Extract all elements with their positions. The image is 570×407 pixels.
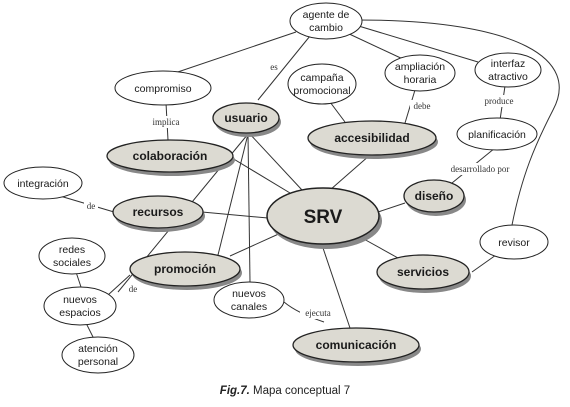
node-accesibilidad: accesibilidad	[307, 120, 438, 159]
edge-agente-interfaz	[351, 23, 479, 63]
node-revisor: revisor	[479, 224, 549, 260]
node-ampliacion-horaria: ampliación horaria	[384, 54, 456, 92]
svg-text:espacios: espacios	[59, 307, 100, 319]
node-nuevos-canales: nuevos canales	[213, 281, 285, 319]
svg-text:promocional: promocional	[293, 85, 350, 97]
svg-text:atención: atención	[78, 343, 118, 355]
svg-text:integración: integración	[17, 178, 69, 190]
svg-text:promoción: promoción	[154, 262, 216, 276]
edge-agente-ampliacion	[344, 31, 406, 61]
caption-text: Mapa conceptual 7	[249, 385, 351, 397]
svg-text:revisor: revisor	[498, 237, 530, 249]
edge-labels: es implica debe produce desarrollado por…	[84, 61, 520, 319]
node-campana-promocional: campaña promocional	[287, 63, 357, 105]
node-recursos: recursos	[112, 195, 205, 232]
caption-label: Fig.7.	[219, 385, 250, 397]
node-diseno: diseño	[403, 179, 466, 216]
svg-text:interfaz: interfaz	[491, 58, 525, 70]
edge-label-implica: implica	[153, 117, 180, 127]
edge-srv-servicios	[361, 237, 399, 259]
svg-text:nuevos: nuevos	[63, 294, 97, 306]
edge-espacios-atencion	[85, 322, 95, 340]
edge-promocion-srv	[229, 231, 284, 257]
node-promocion: promoción	[129, 251, 242, 290]
edge-label-ejecuta: ejecuta	[305, 308, 330, 318]
node-planificacion: planificación	[456, 117, 538, 151]
svg-text:accesibilidad: accesibilidad	[334, 131, 409, 145]
edge-label-de-integracion: de	[87, 201, 96, 211]
edge-srv-comunicacion	[321, 244, 351, 329]
connectors	[59, 19, 560, 340]
svg-text:colaboración: colaboración	[133, 149, 208, 163]
edge-label-de-promocion: de	[129, 284, 138, 294]
svg-text:recursos: recursos	[133, 205, 184, 219]
svg-text:atractivo: atractivo	[488, 71, 528, 83]
primary-nodes: usuario colaboración accesibilidad recur…	[106, 102, 471, 366]
svg-text:campaña: campaña	[300, 72, 343, 84]
svg-text:personal: personal	[78, 356, 118, 368]
node-colaboracion: colaboración	[106, 139, 235, 176]
figure-caption: Fig.7. Mapa conceptual 7	[0, 385, 570, 397]
node-agente-de-cambio: agente de cambio	[289, 2, 363, 40]
edge-diseno-srv	[377, 202, 406, 213]
edge-servicios-revisor	[471, 254, 497, 273]
svg-text:servicios: servicios	[397, 265, 449, 279]
node-nuevos-espacios: nuevos espacios	[43, 286, 117, 326]
secondary-nodes: agente de cambio compromiso campaña prom…	[3, 2, 549, 374]
svg-text:horaria: horaria	[404, 74, 437, 86]
node-integracion: integración	[3, 166, 83, 200]
svg-text:canales: canales	[231, 301, 267, 313]
svg-text:compromiso: compromiso	[134, 83, 191, 95]
node-interfaz-atractivo: interfaz atractivo	[474, 52, 542, 88]
node-comunicacion: comunicación	[292, 327, 421, 366]
edge-agente-revisor	[357, 19, 560, 226]
edge-agente-compromiso	[159, 31, 297, 79]
edge-accesibilidad-srv	[329, 154, 371, 191]
edge-colaboracion-srv	[231, 157, 296, 197]
node-srv: SRV	[266, 187, 382, 249]
svg-text:agente de: agente de	[303, 9, 350, 21]
edge-label-es: es	[270, 62, 278, 72]
node-usuario: usuario	[212, 102, 281, 137]
svg-text:cambio: cambio	[309, 22, 343, 34]
node-redes-sociales: redes sociales	[38, 237, 106, 275]
svg-text:nuevos: nuevos	[232, 288, 266, 300]
node-servicios: servicios	[376, 254, 471, 293]
svg-text:planificación: planificación	[468, 129, 526, 141]
edge-recursos-srv	[201, 211, 269, 219]
edge-agente-usuario	[257, 35, 311, 101]
edge-usuario-srv	[247, 131, 303, 191]
svg-text:ampliación: ampliación	[395, 61, 445, 73]
edge-campana-accesibilidad	[329, 101, 346, 123]
node-compromiso: compromiso	[114, 70, 212, 106]
svg-text:sociales: sociales	[53, 257, 91, 269]
svg-text:usuario: usuario	[224, 111, 267, 125]
svg-text:comunicación: comunicación	[316, 338, 397, 352]
svg-text:redes: redes	[59, 244, 85, 256]
edge-label-desarrollado-por: desarrollado por	[451, 164, 510, 174]
edge-label-debe: debe	[414, 101, 431, 111]
edge-label-produce: produce	[485, 96, 514, 106]
svg-text:SRV: SRV	[304, 207, 343, 228]
svg-text:diseño: diseño	[415, 189, 454, 203]
edge-usuario-canales	[247, 133, 251, 283]
edge-usuario-promocion	[217, 133, 249, 256]
node-atencion-personal: atención personal	[61, 336, 135, 374]
edge-promocion-espacios	[107, 274, 131, 296]
